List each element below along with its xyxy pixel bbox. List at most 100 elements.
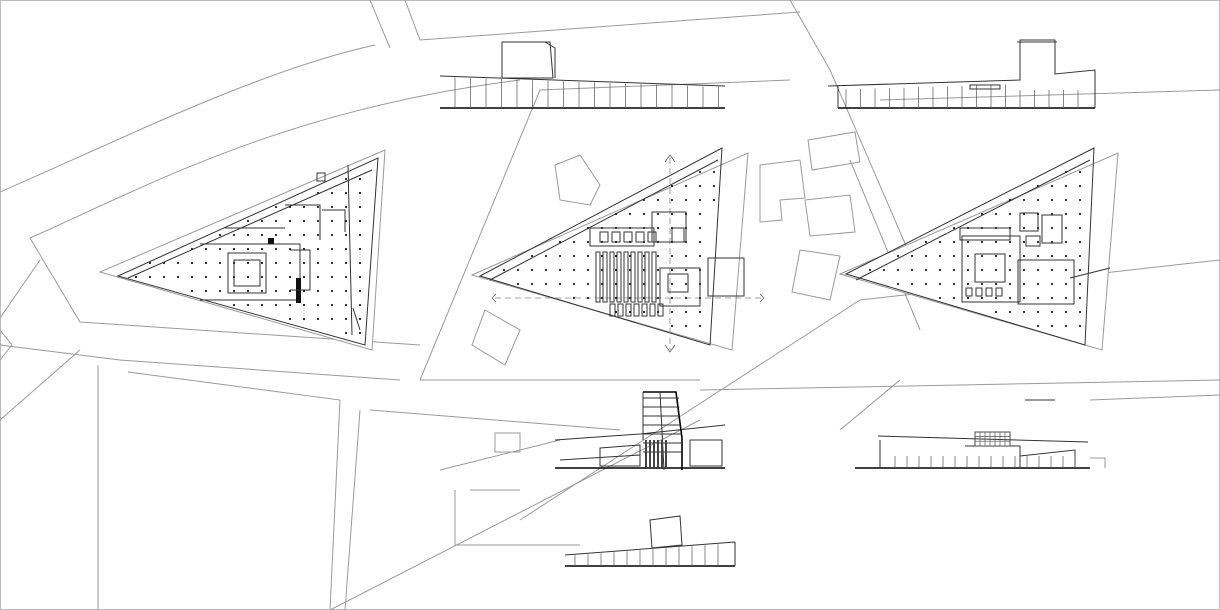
column-grid-dot — [558, 268, 562, 272]
column-grid-dot — [288, 261, 292, 265]
column-grid-dot — [330, 205, 334, 209]
column-grid-dot — [1022, 310, 1026, 314]
column-grid-dot — [1008, 212, 1012, 216]
column-grid-dot — [232, 233, 236, 237]
book-stack — [644, 251, 650, 303]
column-grid-dot — [966, 282, 970, 286]
column-grid-dot — [994, 254, 998, 258]
column-grid-dot — [980, 282, 984, 286]
column-grid-dot — [1064, 184, 1068, 188]
column-grid-dot — [274, 261, 278, 265]
column-grid-dot — [246, 233, 250, 237]
column-grid-dot — [344, 289, 348, 293]
column-grid-dot — [274, 205, 278, 209]
column-grid-dot — [288, 233, 292, 237]
column-grid-dot — [344, 247, 348, 251]
column-grid-dot — [670, 198, 674, 202]
column-grid-dot — [358, 303, 362, 307]
column-grid-dot — [1022, 296, 1026, 300]
column-grid-dot — [698, 268, 702, 272]
column-grid-dot — [1078, 310, 1082, 314]
column-grid-dot — [330, 303, 334, 307]
column-grid-dot — [288, 289, 292, 293]
column-grid-dot — [1078, 212, 1082, 216]
column-grid-dot — [600, 254, 604, 258]
column-grid-dot — [358, 177, 362, 181]
structural-wall — [645, 440, 647, 468]
column-grid-dot — [358, 275, 362, 279]
column-grid-dot — [1008, 268, 1012, 272]
column-grid-dot — [938, 268, 942, 272]
column-grid-dot — [1078, 268, 1082, 272]
column-grid-dot — [330, 317, 334, 321]
column-grid-dot — [952, 254, 956, 258]
column-grid-dot — [1022, 268, 1026, 272]
column-grid-dot — [586, 240, 590, 244]
column-grid-dot — [288, 205, 292, 209]
office-room — [623, 231, 633, 243]
column-grid-dot — [1064, 310, 1068, 314]
column-grid-dot — [204, 289, 208, 293]
column-grid-dot — [1050, 310, 1054, 314]
column-grid-dot — [246, 275, 250, 279]
column-grid-dot — [516, 268, 520, 272]
column-grid-dot — [600, 268, 604, 272]
column-grid-dot — [966, 240, 970, 244]
column-grid-dot — [600, 226, 604, 230]
column-grid-dot — [1064, 170, 1068, 174]
reading-desk — [609, 303, 616, 317]
column-grid-dot — [218, 247, 222, 251]
column-grid-dot — [176, 261, 180, 265]
book-stack — [623, 251, 629, 303]
column-grid-dot — [712, 170, 716, 174]
column-grid-dot — [544, 254, 548, 258]
reading-desk — [617, 303, 624, 317]
column-grid-dot — [232, 247, 236, 251]
column-grid-dot — [684, 254, 688, 258]
column-grid-dot — [698, 184, 702, 188]
column-grid-dot — [882, 268, 886, 272]
column-grid-dot — [628, 212, 632, 216]
column-grid-dot — [656, 296, 660, 300]
cross-section — [855, 399, 1106, 469]
column-grid-dot — [302, 247, 306, 251]
column-grid-dot — [274, 247, 278, 251]
column-grid-dot — [684, 184, 688, 188]
column-grid-dot — [260, 289, 264, 293]
column-grid-dot — [572, 254, 576, 258]
column-grid-dot — [148, 261, 152, 265]
longitudinal-section — [554, 391, 726, 471]
column-grid-dot — [176, 275, 180, 279]
column-grid-dot — [628, 240, 632, 244]
column-grid-dot — [994, 268, 998, 272]
column-grid-dot — [670, 226, 674, 230]
column-grid-dot — [1036, 240, 1040, 244]
column-grid-dot — [966, 296, 970, 300]
reading-desk — [633, 303, 640, 317]
column-grid-dot — [1050, 268, 1054, 272]
column-grid-dot — [1064, 282, 1068, 286]
column-grid-dot — [670, 282, 674, 286]
column-grid-dot — [302, 233, 306, 237]
column-grid-dot — [698, 296, 702, 300]
column-grid-dot — [358, 233, 362, 237]
column-grid-dot — [358, 191, 362, 195]
column-grid-dot — [302, 261, 306, 265]
column-grid-dot — [232, 261, 236, 265]
column-grid-dot — [316, 289, 320, 293]
reading-desk — [657, 303, 664, 317]
column-grid-dot — [162, 275, 166, 279]
column-grid-dot — [656, 226, 660, 230]
column-grid-dot — [698, 226, 702, 230]
column-grid-dot — [316, 247, 320, 251]
column-grid-dot — [698, 212, 702, 216]
column-grid-dot — [600, 296, 604, 300]
column-grid-dot — [1008, 282, 1012, 286]
column-grid-dot — [1036, 310, 1040, 314]
column-grid-dot — [572, 296, 576, 300]
column-grid-dot — [938, 282, 942, 286]
column-grid-dot — [712, 198, 716, 202]
column-grid-dot — [344, 205, 348, 209]
column-grid-dot — [246, 289, 250, 293]
